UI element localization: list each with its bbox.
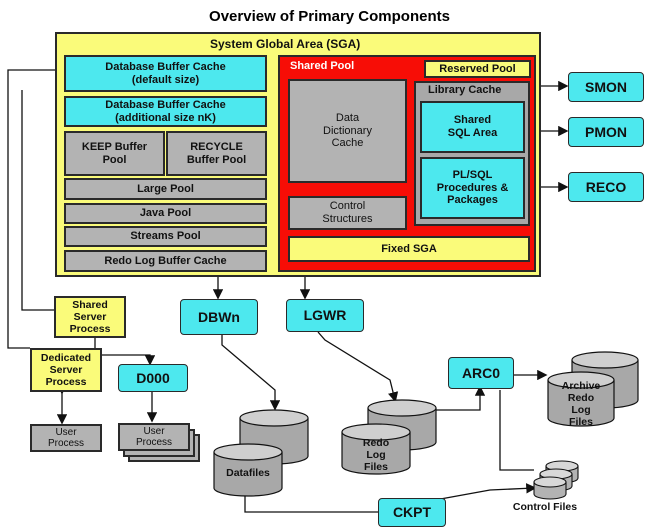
control-structures: Control Structures xyxy=(288,196,407,230)
ckpt-control-link xyxy=(434,483,537,501)
db-buffer-nk: Database Buffer Cache (additional size n… xyxy=(64,96,267,127)
redo-log-buffer-cache: Redo Log Buffer Cache xyxy=(64,250,267,272)
keep-buffer-pool: KEEP Buffer Pool xyxy=(64,131,165,176)
datafiles-cylinders xyxy=(213,409,309,497)
lgwr-process: LGWR xyxy=(286,299,364,332)
plsql-procedures: PL/SQL Procedures & Packages xyxy=(420,157,525,219)
lgwr-redo-link xyxy=(317,331,399,403)
data-dictionary-cache: Data Dictionary Cache xyxy=(288,79,407,183)
d000-process: D000 xyxy=(118,364,188,392)
shared-to-sga-link xyxy=(21,90,54,311)
control-file-cylinders xyxy=(533,460,579,500)
shared-d000-link xyxy=(94,335,156,366)
dedicated-server-process: Dedicated Server Process xyxy=(30,348,102,392)
redo-arc0-link xyxy=(432,385,486,411)
control-files-label: Control Files xyxy=(512,500,578,513)
archive-redo-log-files-label: Archive Redo Log Files xyxy=(561,379,601,429)
shared-server-process: Shared Server Process xyxy=(54,296,126,338)
fixed-sga: Fixed SGA xyxy=(288,236,530,262)
arc0-process: ARC0 xyxy=(448,357,514,389)
shared-sql-area: Shared SQL Area xyxy=(420,101,525,153)
large-pool: Large Pool xyxy=(64,178,267,200)
java-pool: Java Pool xyxy=(64,203,267,224)
reserved-pool: Reserved Pool xyxy=(424,60,531,78)
arc0-control-link xyxy=(499,390,534,471)
streams-pool: Streams Pool xyxy=(64,226,267,247)
redo-log-cylinders xyxy=(341,399,437,475)
redo-log-files-label: Redo Log Files xyxy=(362,436,390,474)
dbwn-process: DBWn xyxy=(180,299,258,335)
diagram-title: Overview of Primary Components xyxy=(209,8,450,25)
dedicated-to-buffer-link xyxy=(7,64,67,349)
db-buffer-default: Database Buffer Cache (default size) xyxy=(64,55,267,92)
user-process-single: User Process xyxy=(30,424,102,452)
datafiles-label: Datafiles xyxy=(226,466,270,479)
sga-label: System Global Area (SGA) xyxy=(210,37,361,51)
library-cache-label: Library Cache xyxy=(428,84,502,96)
archive-cylinders xyxy=(547,351,639,427)
smon-process: SMON xyxy=(568,72,644,102)
user-process-multi: User Process xyxy=(118,423,190,451)
dbwn-datafiles-link xyxy=(221,335,281,411)
shared-pool-label: Shared Pool xyxy=(290,60,355,72)
pmon-process: PMON xyxy=(568,117,644,147)
reco-process: RECO xyxy=(568,172,644,202)
ckpt-process: CKPT xyxy=(378,498,446,527)
recycle-buffer-pool: RECYCLE Buffer Pool xyxy=(166,131,267,176)
